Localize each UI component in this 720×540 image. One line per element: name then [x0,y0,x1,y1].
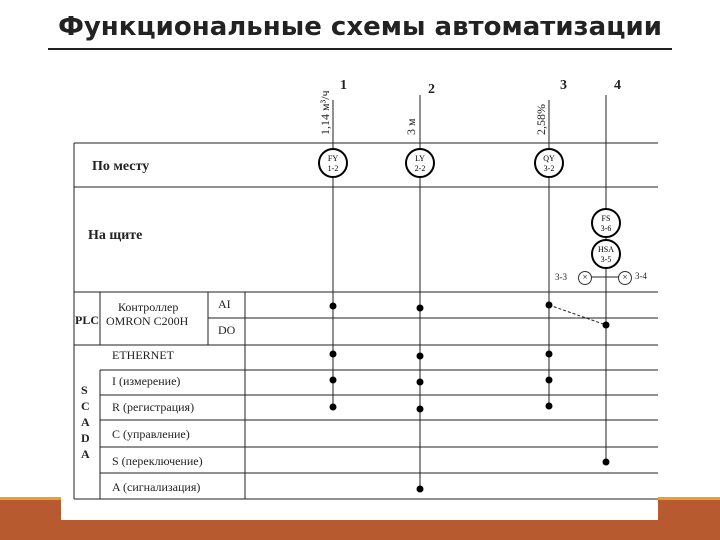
column-number: 1 [340,78,347,93]
device-tag: QY [543,154,555,163]
row-s: S (переключение) [112,454,203,468]
device-id: 3-2 [543,164,555,173]
column-number: 2 [428,82,435,97]
row-ethernet: ETHERNET [112,348,174,362]
column-number: 4 [614,78,621,93]
row-a: A (сигнализация) [112,480,201,494]
row-do: DO [218,323,236,337]
lamp-icon: × [578,271,592,285]
signal-dot [329,302,337,310]
signal-dot [329,350,337,358]
signal-dot [416,485,424,493]
device-id: 2-2 [414,164,426,173]
device-id: 3-5 [600,255,612,264]
row-scada: SCADA [81,383,90,461]
row-r: R (регистрация) [112,400,195,414]
signal-dot [545,376,553,384]
signal-dot [329,376,337,384]
device-tag: LY [415,154,425,163]
device-id: 1-2 [327,164,339,173]
lamp-label: 3-4 [635,271,647,281]
signal-dot [602,321,610,329]
controller-label: Контроллер [118,300,179,314]
column-param: 1,14 м³/ч [318,90,332,135]
device-tag: FY [327,154,339,163]
signal-dot [545,350,553,358]
signal-dot [416,304,424,312]
column-param: 3 м [404,118,418,135]
signal-dot [545,301,553,309]
diagram-sheet [61,60,658,520]
device-id: 3-6 [600,224,612,233]
row-local: По месту [92,159,150,174]
column-param: 2,58% [534,104,548,135]
slide-title: Функциональные схемы автоматизации [58,12,662,42]
controller-model: OMRON C200H [106,314,189,328]
signal-dot [416,352,424,360]
row-ai: AI [218,297,231,311]
row-plc: PLC [75,313,99,327]
device-tag: FS [601,214,611,223]
signal-dot [329,403,337,411]
signal-dot [545,402,553,410]
row-c: C (управление) [112,427,190,441]
signal-dot [602,458,610,466]
signal-dot [416,405,424,413]
lamp-icon: × [618,271,632,285]
row-i: I (измерение) [112,374,181,388]
row-panel: На щите [88,228,143,243]
signal-dot [416,378,424,386]
lamp-label: 3-3 [555,272,567,282]
column-number: 3 [560,78,567,93]
device-tag: HSA [597,245,614,254]
title-underline [48,48,672,50]
